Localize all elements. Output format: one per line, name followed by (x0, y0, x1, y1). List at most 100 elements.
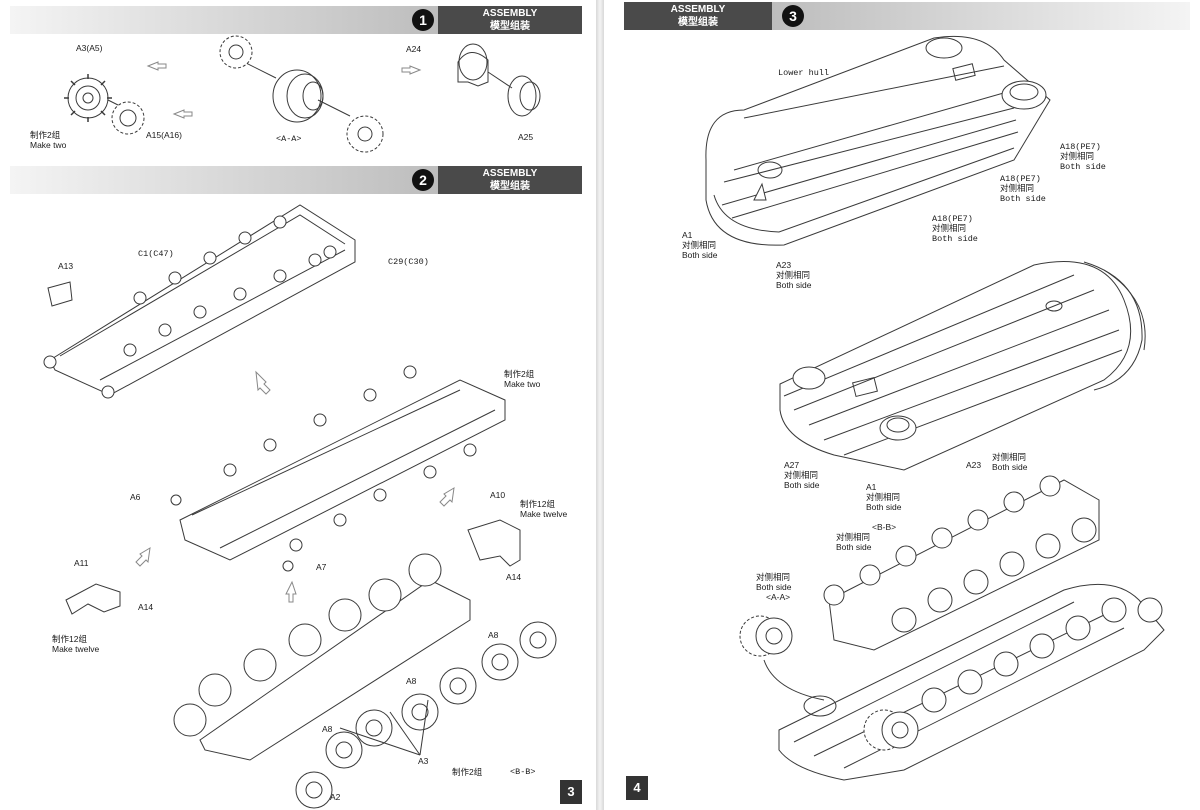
sprocket-a3-drawing (64, 74, 119, 122)
bracket-a10-drawing (467, 519, 521, 567)
a27-cn: 对侧相同 (784, 470, 819, 480)
suspension-arms-drawing (170, 365, 506, 572)
step1-header-box: ASSEMBLY 模型组装 (438, 6, 582, 34)
label-a7: A7 (316, 562, 327, 572)
a23-top-code: A23 (776, 260, 792, 270)
page-number-3: 3 (560, 780, 582, 804)
label-lower-hull: Lower hull (778, 68, 830, 78)
step3-header-box: ASSEMBLY 模型组装 (624, 2, 772, 30)
label-a1-mid: A1 对侧相同 Both side (866, 482, 901, 512)
label-b-b-group: <B-B> 对侧相同 Both side (836, 522, 896, 552)
label-a25: A25 (518, 132, 534, 142)
label-a23-top: A23 对侧相同 Both side (776, 260, 811, 290)
a1-mid-en: Both side (866, 502, 902, 512)
step3-header: ASSEMBLY 模型组装 3 (624, 2, 1190, 30)
step1-note: 制作2组 Make two (30, 130, 66, 150)
step3-header-en: ASSEMBLY (670, 4, 726, 15)
sprocket-mounted-drawing (863, 709, 919, 751)
label-a27: A27 对侧相同 Both side (784, 460, 819, 490)
label-a6: A6 (130, 492, 141, 502)
label-a23-mid-note: 对侧相同 Both side (992, 452, 1027, 472)
hull-with-wheels-drawing (739, 475, 1165, 781)
sprocket-aa-drawing (739, 615, 825, 701)
label-b-b: <B-B> (510, 767, 536, 777)
step1-note-cn: 制作2组 (30, 130, 61, 140)
a23-top-cn: 对侧相同 (776, 270, 811, 280)
step2-header-cn: 模型组装 (490, 181, 530, 192)
a1-mid-cn: 对侧相同 (866, 492, 901, 502)
label-a15-a16: A15(A16) (146, 130, 182, 140)
label-c1-c47: C1(C47) (138, 249, 174, 259)
a18-low-en: Both side (932, 234, 978, 244)
chassis-frame-drawing (43, 204, 356, 399)
make-twelve-a-en: Make twelve (520, 509, 568, 519)
a23-mid-cn: 对侧相同 (992, 452, 1027, 462)
step1-header: 1 ASSEMBLY 模型组装 (10, 6, 582, 34)
bracket-a11-drawing (65, 583, 121, 615)
a27-en: Both side (784, 480, 820, 490)
a18-low-code: A18(PE7) (932, 214, 973, 224)
a1-top-en: Both side (682, 250, 718, 260)
label-a-a-group: 对侧相同 Both side <A-A> (756, 572, 791, 602)
b-b-code: <B-B> (872, 522, 897, 532)
ring-a15-drawing (111, 101, 145, 135)
b-b-en: Both side (836, 542, 872, 552)
label-a18-pe7-right: A18(PE7) 对侧相同 Both side (1060, 142, 1106, 172)
step2-header: 2 ASSEMBLY 模型组装 (10, 166, 582, 194)
label-a10: A10 (490, 490, 506, 500)
label-a-a: <A-A> (276, 134, 302, 144)
label-a11: A11 (74, 558, 89, 568)
idler-a24-a25-drawing (457, 43, 541, 117)
a-a-cn: 对侧相同 (756, 572, 791, 582)
step1-note-en: Make two (30, 140, 67, 150)
a18-right-cn: 对侧相同 (1060, 152, 1095, 162)
label-a8-low: A8 (322, 724, 333, 734)
step1-illustration (64, 35, 541, 153)
step3-number: 3 (782, 5, 804, 27)
a18-right-code: A18(PE7) (1060, 142, 1101, 152)
a18-low-cn: 对侧相同 (932, 224, 967, 234)
step3-illustration (705, 35, 1165, 781)
step2-illustration (43, 204, 557, 809)
label-a3-a5: A3(A5) (76, 43, 103, 53)
step2-note-make-two: 制作2组 Make two (504, 369, 540, 389)
right-page: ASSEMBLY 模型组装 3 (604, 0, 1200, 810)
label-c29-c30: C29(C30) (388, 257, 429, 267)
a18-mid-cn: 对侧相同 (1000, 184, 1035, 194)
upper-hull-middle-drawing (779, 261, 1146, 471)
label-a18-pe7-low: A18(PE7) 对侧相同 Both side (932, 214, 978, 244)
a18-mid-code: A18(PE7) (1000, 174, 1041, 184)
a23-mid-en: Both side (992, 462, 1028, 472)
step2-header-en: ASSEMBLY (482, 168, 538, 179)
sprocket-assembly-aa-drawing (219, 35, 384, 153)
label-a13: A13 (58, 261, 74, 271)
a23-top-en: Both side (776, 280, 812, 290)
left-page: 1 ASSEMBLY 模型组装 (0, 0, 596, 810)
binding-gutter (596, 0, 604, 810)
label-a23-mid: A23 (966, 460, 982, 470)
step2-note-make-two-b: 制作2组 (452, 767, 483, 777)
make-two-en: Make two (504, 379, 541, 389)
label-a14-left: A14 (138, 602, 154, 612)
step1-header-cn: 模型组装 (490, 21, 530, 32)
a-a-en: Both side (756, 582, 792, 592)
a-a-code: <A-A> (766, 592, 791, 602)
step1-number: 1 (412, 9, 434, 31)
step3-header-cn: 模型组装 (678, 17, 718, 28)
label-a2: A2 (330, 792, 341, 802)
label-a8-mid: A8 (406, 676, 417, 686)
label-a1-top: A1 对侧相同 Both side (682, 230, 717, 260)
a27-code: A27 (784, 460, 800, 470)
label-a14-right: A14 (506, 572, 522, 582)
a1-mid-code: A1 (866, 482, 877, 492)
page-number-4: 4 (626, 776, 648, 800)
make-twelve-b-cn: 制作12组 (52, 634, 87, 644)
make-twelve-a-cn: 制作12组 (520, 499, 555, 509)
step1-header-en: ASSEMBLY (482, 8, 538, 19)
step2-number: 2 (412, 169, 434, 191)
step2-note-make-twelve-a: 制作12组 Make twelve (520, 499, 567, 519)
step2-note-make-twelve-b: 制作12组 Make twelve (52, 634, 99, 654)
a18-mid-en: Both side (1000, 194, 1046, 204)
label-a8-top: A8 (488, 630, 499, 640)
label-a24: A24 (406, 44, 422, 54)
